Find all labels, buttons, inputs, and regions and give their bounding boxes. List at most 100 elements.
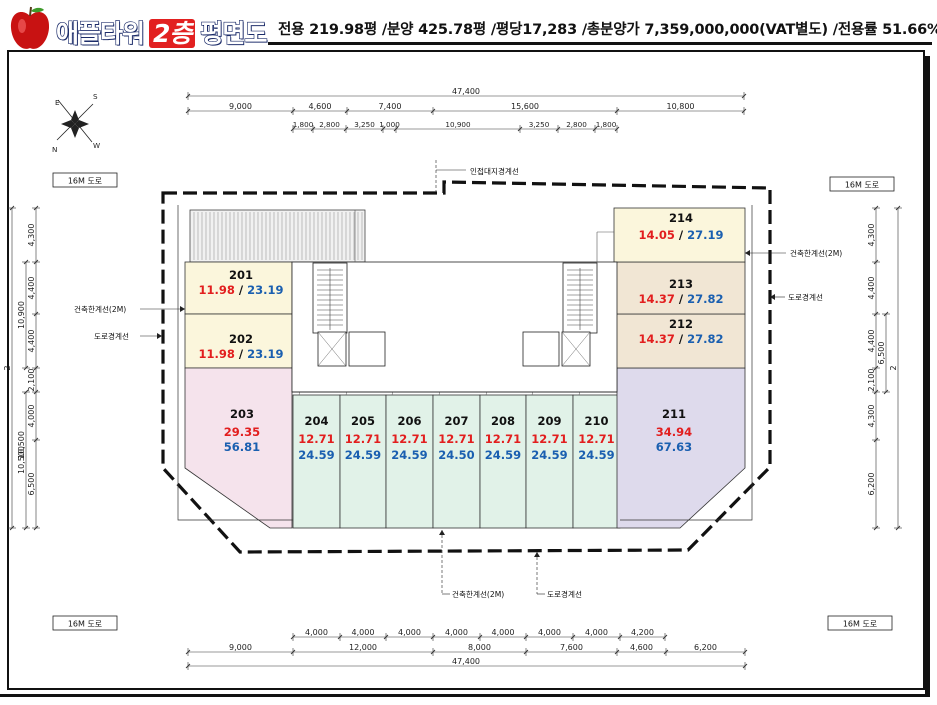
- unit-exclusive-area: 12.71: [485, 432, 521, 446]
- unit-area-separator: /: [235, 347, 247, 361]
- unit-208-area: [479, 394, 527, 529]
- title-floorplan: 평면도: [200, 18, 268, 48]
- unit-exclusive-area: 12.71: [345, 432, 381, 446]
- unit-exclusive-area: 11.98: [199, 283, 235, 297]
- unit-exclusive-area: 34.94: [656, 425, 692, 439]
- dimension-value: 3,250: [529, 120, 550, 129]
- dimension-value: 10,900: [445, 120, 471, 129]
- dimension-column: 2: [889, 205, 902, 531]
- unit-210: 210 12.71 24.59: [572, 394, 621, 529]
- unit-213-area: [613, 261, 746, 315]
- unit-exclusive-area: 14.05: [639, 228, 675, 242]
- boundary-lines: [177, 205, 753, 521]
- apple-logo-icon: [10, 6, 50, 49]
- dimension-value: 4,600: [630, 643, 653, 652]
- unit-area-separator: /: [235, 283, 247, 297]
- unit-206-area: [385, 394, 434, 529]
- dimension-value: 2: [889, 365, 898, 370]
- unit-exclusive-area: 11.98: [199, 347, 235, 361]
- unit-area-line: 14.05 / 27.19: [639, 228, 724, 242]
- annotations: 인접대지경계선 건축한계선(2M) 도로경계선 건축한계선(2M) 도로경계선 …: [74, 160, 842, 599]
- unit-number: 202: [229, 332, 253, 346]
- unit-area-line: 11.98 / 23.19: [199, 347, 284, 361]
- unit-204-area: [292, 394, 341, 529]
- dimension-value: 10,900: [17, 301, 26, 329]
- unit-203-area: [184, 367, 293, 529]
- unit-exclusive-area: 12.71: [438, 432, 474, 446]
- unit-area-separator: /: [675, 228, 687, 242]
- road-label-top-left: 16M 도로: [52, 172, 118, 188]
- unit-exclusive-area: 12.71: [391, 432, 427, 446]
- dimension-value: 4,300: [867, 224, 876, 247]
- dimension-value: 4,200: [631, 628, 654, 637]
- compass-icon: N S E W: [52, 92, 100, 154]
- unit-number: 207: [444, 414, 468, 428]
- unit-supply-area: 24.59: [578, 448, 614, 462]
- dimension-value: 4,000: [398, 628, 421, 637]
- dimension-value: 4,300: [27, 224, 36, 247]
- dimension-value: 4,400: [27, 330, 36, 353]
- unit-supply-area: 23.19: [247, 347, 283, 361]
- unit-supply-area: 67.63: [656, 440, 692, 454]
- unit-number: 212: [669, 317, 693, 331]
- unit-supply-area: 27.82: [687, 292, 723, 306]
- unit-supply-area: 27.19: [687, 228, 723, 242]
- unit-exclusive-area: 29.35: [224, 425, 260, 439]
- unit-number: 210: [584, 414, 608, 428]
- unit-exclusive-area: 12.71: [298, 432, 334, 446]
- dimension-value: 6,200: [694, 643, 717, 652]
- dimension-value: 4,000: [305, 628, 328, 637]
- dimension-value: 2: [3, 365, 12, 370]
- dimension-column: 6,500: [877, 311, 890, 395]
- unit-supply-area: 24.59: [298, 448, 334, 462]
- unit-area-line: 14.37 / 27.82: [639, 292, 724, 306]
- unit-exclusive-area: 12.71: [531, 432, 567, 446]
- dimension-value: 9,000: [229, 643, 252, 652]
- adjacent-boundary-label: 인접대지경계선: [470, 166, 519, 176]
- unit-number: 204: [304, 414, 328, 428]
- bottom-rule: [0, 694, 930, 697]
- unit-number: 209: [537, 414, 561, 428]
- dimension-value: 4,000: [352, 628, 375, 637]
- unit-214-area: [613, 207, 746, 263]
- dimension-value: 7,400: [379, 102, 402, 111]
- dimension-value: 1,000: [379, 120, 400, 129]
- unit-number: 203: [230, 407, 254, 421]
- unit-supply-area: 27.82: [687, 332, 723, 346]
- unit-supply-area: 24.59: [391, 448, 427, 462]
- title-building: 애플타워: [55, 18, 145, 48]
- unit-area-separator: /: [675, 332, 687, 346]
- dimension-value: 3,250: [354, 120, 375, 129]
- unit-number: 208: [491, 414, 515, 428]
- build-limit-bottom-label: 건축한계선(2M): [452, 589, 504, 599]
- svg-text:16M 도로: 16M 도로: [843, 620, 877, 629]
- dimension-column: 2: [3, 205, 16, 531]
- svg-text:16M 도로: 16M 도로: [68, 177, 102, 186]
- dimension-value: 4,000: [445, 628, 468, 637]
- dimension-value: 4,400: [27, 277, 36, 300]
- unit-205-area: [339, 394, 387, 529]
- dimension-total: 47,400: [452, 87, 480, 96]
- dimension-value: 2,100: [867, 369, 876, 392]
- unit-supply-area: 24.59: [485, 448, 521, 462]
- svg-text:16M 도로: 16M 도로: [68, 620, 102, 629]
- dimension-total: 10,500: [17, 431, 26, 459]
- dimension-value: 10,800: [667, 102, 695, 111]
- compass-s: S: [93, 92, 98, 101]
- unit-exclusive-area: 12.71: [578, 432, 614, 446]
- unit-204: 204 12.71 24.59: [292, 394, 341, 529]
